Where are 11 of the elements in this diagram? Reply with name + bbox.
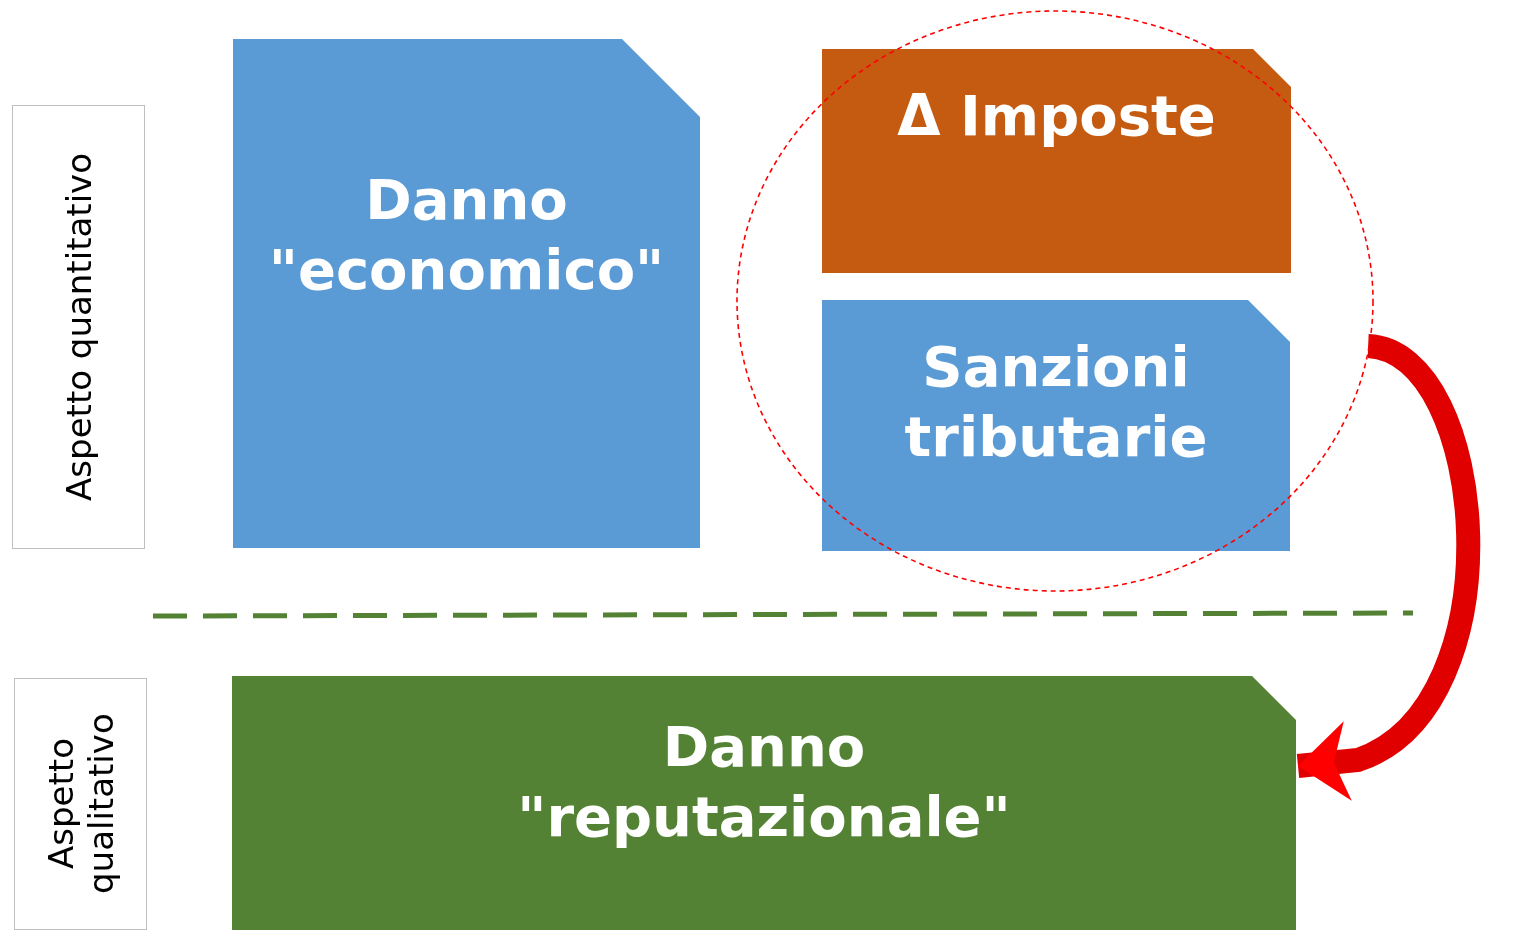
dashed-circle (736, 10, 1374, 592)
label-box (12, 105, 145, 549)
snipped-corner-box (232, 676, 1296, 930)
category-label: Δ Imposte (896, 82, 1217, 150)
category-label: Danno "reputazionale" (516, 713, 1012, 851)
category-label: Sanzioni tributarie (903, 333, 1209, 471)
aspect-label: Aspetto qualitativo (40, 712, 121, 897)
aspect-label: Aspetto quantitativo (58, 153, 99, 501)
category-label: Danno "economico" (267, 166, 666, 304)
label-box (14, 678, 147, 930)
snipped-corner-box (233, 39, 700, 548)
